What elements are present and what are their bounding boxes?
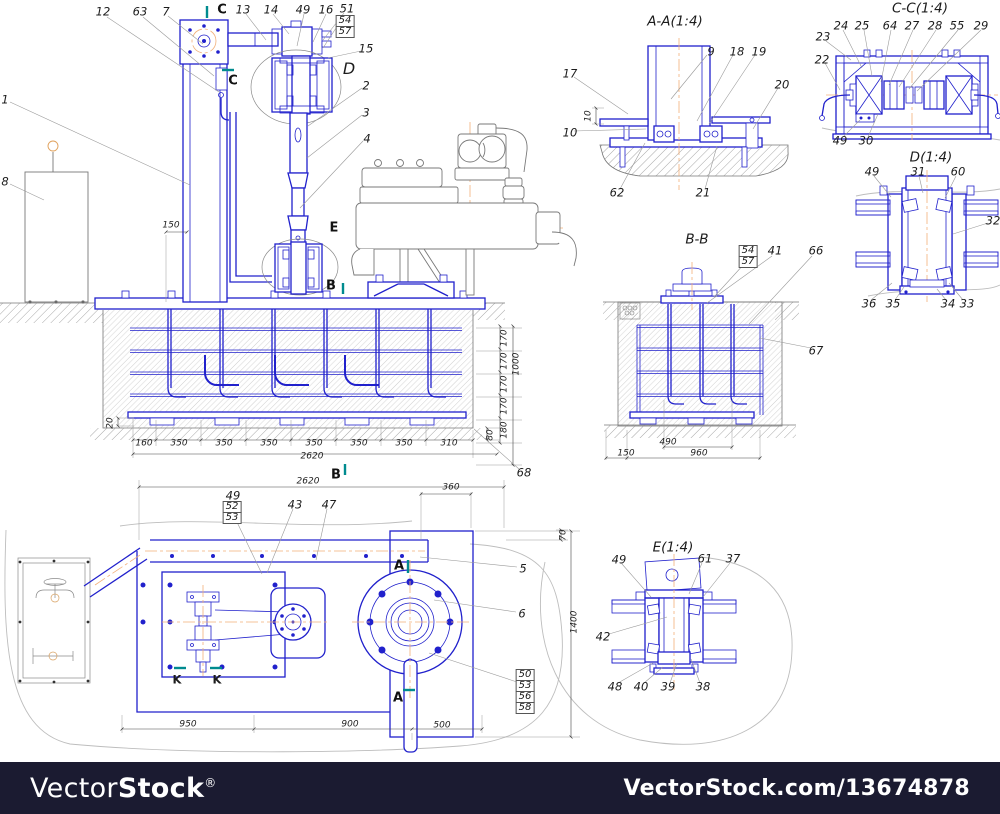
foundation-section (0, 290, 505, 440)
detail-e (608, 554, 737, 690)
main-leaders (9, 12, 520, 470)
registered-mark: ® (204, 775, 217, 790)
arm-and-top-bearing (227, 20, 342, 125)
flange (352, 560, 470, 753)
shaft (287, 112, 309, 245)
section-bb (603, 255, 813, 460)
column (179, 19, 230, 303)
machine-assembly (351, 122, 577, 299)
bearing-e (261, 238, 339, 296)
section-cc (819, 29, 1000, 140)
logo-vector-text: Vector (30, 772, 118, 804)
control-cabinet (24, 140, 89, 304)
valve-panel (17, 557, 91, 684)
plan-view (17, 480, 580, 753)
section-aa (573, 38, 789, 190)
drawing-canvas (0, 6, 1000, 753)
watermark-url: VectorStock.com/13674878 (623, 775, 970, 801)
logo-stock-text: Stock (117, 772, 205, 804)
section-marker-ticks (205, 6, 347, 475)
watermark-bar: VectorStock® VectorStock.com/13674878 (0, 762, 1000, 814)
duct (229, 112, 272, 283)
detail-d (855, 170, 999, 302)
vectorstock-logo: VectorStock® (30, 773, 217, 804)
plan-dims (120, 480, 580, 740)
main-elevation-view (0, 6, 577, 475)
main-dims (116, 230, 522, 467)
